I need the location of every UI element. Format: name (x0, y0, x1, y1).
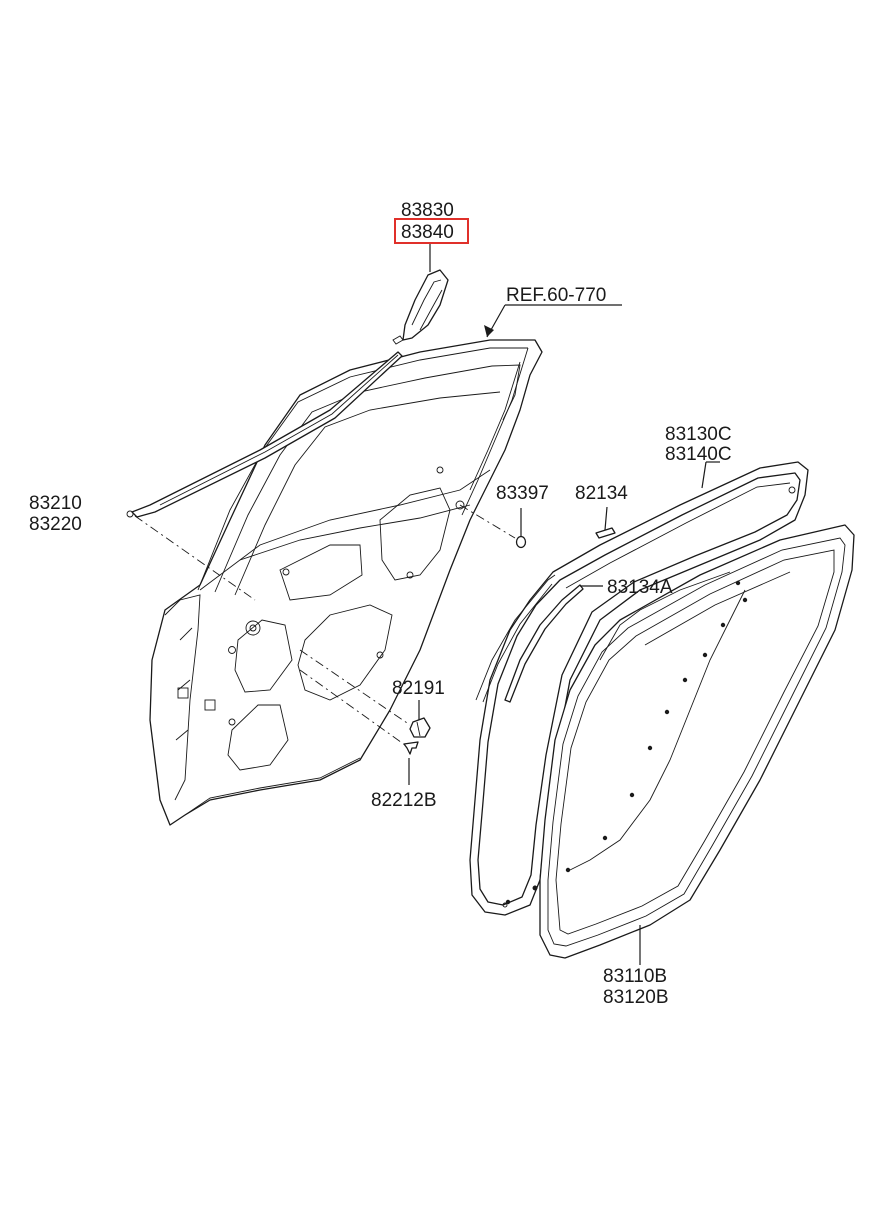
body-weatherstrip-83110b (505, 524, 855, 959)
plug-83397 (515, 535, 527, 549)
part-labels: 83830 83840 REF.60-770 83210 83220 83397… (29, 200, 732, 1008)
label-83840[interactable]: 83840 (401, 222, 454, 243)
highlight-box (394, 218, 469, 244)
belt-weatherstrip (126, 351, 403, 518)
clip-82134 (595, 527, 616, 539)
label-83140c[interactable]: 83140C (665, 444, 732, 465)
label-83830[interactable]: 83830 (401, 200, 454, 221)
garnish-part-83840 (392, 269, 449, 345)
label-83210[interactable]: 83210 (29, 493, 82, 514)
label-83110b[interactable]: 83110B (603, 966, 667, 987)
label-82212b[interactable]: 82212B (371, 790, 437, 811)
leader-lines (408, 244, 720, 965)
assembly-lines (134, 504, 516, 746)
door-panel (149, 339, 543, 826)
label-83397[interactable]: 83397 (496, 483, 549, 504)
label-83134a[interactable]: 83134A (607, 577, 673, 598)
label-83220[interactable]: 83220 (29, 514, 82, 535)
label-ref[interactable]: REF.60-770 (506, 285, 606, 306)
label-82191[interactable]: 82191 (392, 678, 445, 699)
clip-82212b (403, 741, 419, 755)
label-83120b[interactable]: 83120B (603, 987, 669, 1008)
label-82134[interactable]: 82134 (575, 483, 628, 504)
label-83130c[interactable]: 83130C (665, 424, 732, 445)
clip-82191 (409, 717, 431, 738)
weatherstrip-83134a (475, 574, 584, 703)
